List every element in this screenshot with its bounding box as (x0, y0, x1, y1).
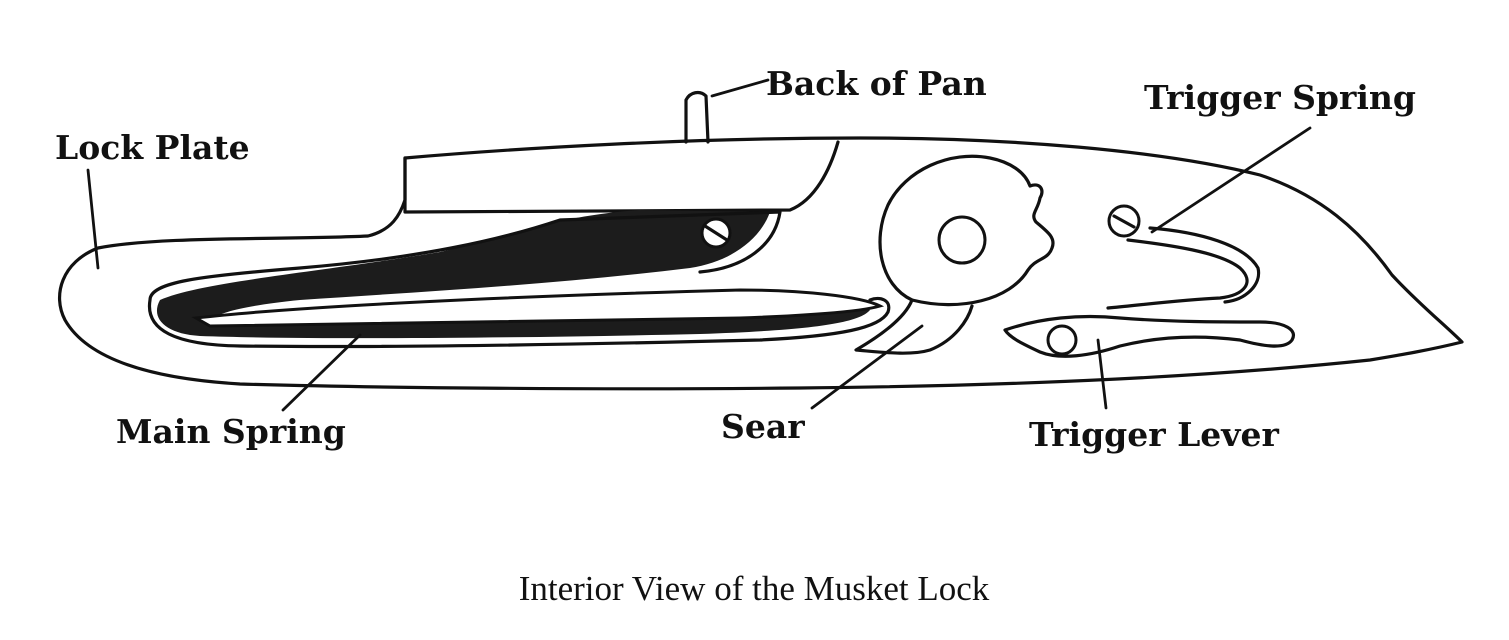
label-main-spring: Main Spring (116, 412, 346, 451)
main-spring-slot (191, 288, 885, 328)
label-sear: Sear (721, 407, 805, 446)
trigger-lever (1003, 314, 1295, 358)
back-of-pan-leader (710, 78, 770, 98)
label-back-of-pan: Back of Pan (766, 64, 987, 103)
trigger-spring-leader (1150, 126, 1312, 234)
sear (854, 298, 974, 355)
trigger-lever-leader (1096, 338, 1108, 410)
tumbler (878, 154, 1055, 307)
label-lock-plate: Lock Plate (55, 128, 250, 167)
lock-plate-leader (86, 168, 100, 270)
diagram-caption: Interior View of the Musket Lock (519, 569, 990, 608)
back-of-pan-post (684, 90, 710, 144)
tumbler-axle-hole (937, 215, 987, 265)
sear-leader (810, 324, 924, 410)
main-spring-outline (147, 210, 891, 349)
trigger-spring (1106, 226, 1261, 310)
trigger-lever-pivot (1046, 324, 1078, 356)
label-trigger-spring: Trigger Spring (1144, 78, 1416, 117)
main-spring-leader (281, 333, 362, 412)
pan-bridle (403, 140, 840, 214)
main-spring-screw-slot (703, 224, 729, 242)
trigger-spring-screw-slot (1112, 214, 1136, 229)
label-trigger-lever: Trigger Lever (1029, 415, 1279, 454)
lock-plate-outline (57, 136, 1464, 391)
